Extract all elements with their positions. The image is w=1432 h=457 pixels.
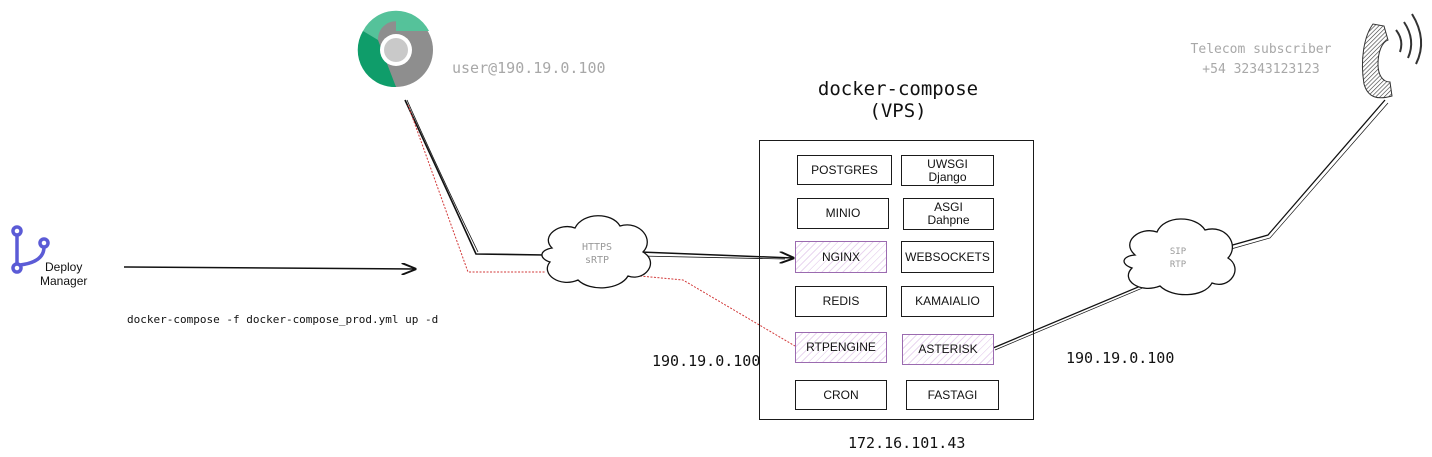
service-nginx[interactable]: NGINX <box>795 241 887 273</box>
sip-cloud-line1: SIP <box>1169 247 1187 257</box>
service-asgi-line1: ASGI <box>934 200 963 214</box>
web-cloud-label: HTTPS sRTP <box>567 241 627 267</box>
service-minio[interactable]: MINIO <box>797 198 889 229</box>
deploy-arrow <box>123 267 415 269</box>
ip-left: 190.19.0.100 <box>652 352 761 370</box>
web-cloud-shape <box>541 215 651 289</box>
phone-handset-icon <box>1361 13 1423 99</box>
deploy-command: docker-compose -f docker-compose_prod.ym… <box>127 313 439 326</box>
compose-ip: 172.16.101.43 <box>848 434 966 452</box>
chrome-icon <box>357 10 433 88</box>
service-asgi[interactable]: ASGI Dahpne <box>903 198 994 230</box>
asterisk-to-sip-line <box>992 281 1151 349</box>
service-rtpengine[interactable]: RTPENGINE <box>795 332 887 363</box>
sip-to-phone-line <box>1221 99 1386 249</box>
compose-title-line1: docker-compose <box>817 78 979 100</box>
service-websockets[interactable]: WEBSOCKETS <box>901 241 994 273</box>
sip-cloud-label: SIP RTP <box>1148 246 1208 272</box>
service-postgres[interactable]: POSTGRES <box>797 155 892 185</box>
service-uwsgi[interactable]: UWSGI Django <box>901 155 994 186</box>
web-cloud-line2: sRTP <box>584 255 610 266</box>
telecom-subscriber-label: Telecom subscriber +54 32343123123 <box>1180 40 1342 80</box>
service-kamailio[interactable]: KAMAIALIO <box>901 286 994 317</box>
service-fastagi[interactable]: FASTAGI <box>906 380 999 410</box>
ip-right: 190.19.0.100 <box>1066 349 1175 367</box>
telecom-line2: +54 32343123123 <box>1202 62 1320 77</box>
service-redis[interactable]: REDIS <box>795 286 887 317</box>
vps-container <box>759 140 1034 420</box>
sip-cloud-line2: RTP <box>1169 260 1187 270</box>
deploy-label-line2: Manager <box>40 274 88 288</box>
sip-cloud-shape <box>1123 218 1236 296</box>
browser-red-line <box>407 104 545 273</box>
service-uwsgi-line2: Django <box>928 169 967 184</box>
browser-black-line <box>404 99 546 256</box>
cloud-to-nginx-arrow <box>639 251 793 258</box>
service-cron[interactable]: CRON <box>795 380 887 410</box>
browser-user-label: user@190.19.0.100 <box>452 59 606 77</box>
compose-title-line2: (VPS) <box>869 100 927 122</box>
compose-title: docker-compose (VPS) <box>813 78 983 122</box>
service-asgi-line2: Dahpne <box>927 213 970 227</box>
deploy-manager-label: Deploy Manager <box>40 260 87 288</box>
git-branch-icon <box>11 225 50 274</box>
service-asterisk[interactable]: ASTERISK <box>902 334 994 365</box>
cloud-to-rtpengine-line <box>639 275 796 347</box>
telecom-line1: Telecom subscriber <box>1190 42 1332 57</box>
deploy-label-line1: Deploy <box>45 260 83 274</box>
service-uwsgi-line1: UWSGI <box>927 156 968 171</box>
web-cloud-line1: HTTPS <box>581 242 613 253</box>
